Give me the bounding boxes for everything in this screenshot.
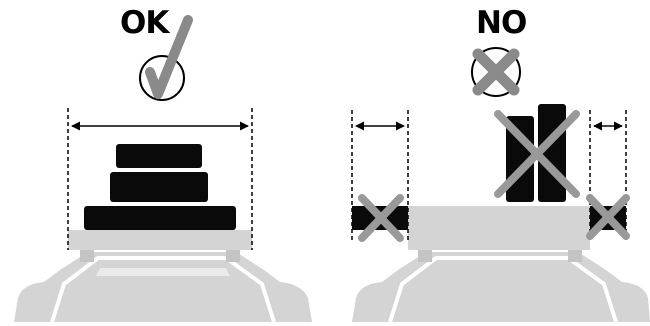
no-panel xyxy=(351,47,650,323)
load-box-bottom xyxy=(84,206,236,230)
oversize-flat-load xyxy=(408,206,590,230)
roof-rack-bar xyxy=(68,230,252,250)
rack-foot-right xyxy=(568,248,582,262)
check-icon xyxy=(139,15,193,101)
roof-rack-bar xyxy=(408,230,590,250)
rack-foot-left xyxy=(418,248,432,262)
car-body xyxy=(352,252,650,322)
ok-load-stack xyxy=(84,144,236,230)
car-window-outline xyxy=(50,256,276,323)
no-label: NO xyxy=(476,5,527,41)
rack-foot-right xyxy=(226,248,240,262)
ok-car xyxy=(14,230,312,323)
car-window-outline xyxy=(388,256,618,323)
cross-icon xyxy=(471,47,521,97)
cross-mark-left xyxy=(358,194,404,242)
ok-label: OK xyxy=(120,5,169,41)
car-body xyxy=(14,252,312,322)
no-car xyxy=(352,206,650,323)
rack-foot-left xyxy=(80,248,94,262)
cross-mark-tall-load xyxy=(494,110,580,198)
load-box-middle xyxy=(110,172,208,202)
cross-mark-right xyxy=(586,194,630,240)
load-box-top xyxy=(116,144,202,168)
ok-panel xyxy=(14,15,312,323)
